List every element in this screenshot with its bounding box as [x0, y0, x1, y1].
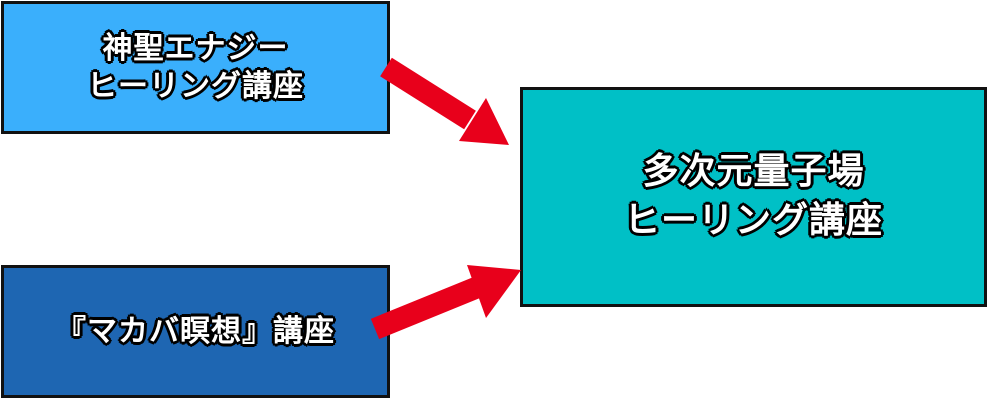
arrow-top-head: [459, 98, 509, 145]
target-box-quantum-field-line1: 多次元量子場: [642, 151, 865, 193]
arrow-top-to-target: [380, 57, 509, 145]
arrow-bottom-shaft: [370, 276, 483, 340]
arrow-top-shaft: [380, 57, 476, 130]
source-box-divine-energy-line1: 神聖エナジー: [102, 31, 289, 66]
source-box-divine-energy: 神聖エナジー ヒーリング講座: [1, 1, 390, 134]
target-box-quantum-field: 多次元量子場 ヒーリング講座: [520, 87, 987, 307]
arrow-bottom-to-target: [370, 265, 521, 340]
target-box-quantum-field-line2: ヒーリング講座: [623, 200, 883, 241]
source-box-merkaba-meditation-label: 『マカバ瞑想』講座: [56, 313, 335, 349]
source-box-divine-energy-line2: ヒーリング講座: [87, 68, 304, 104]
arrow-bottom-head: [467, 265, 521, 318]
